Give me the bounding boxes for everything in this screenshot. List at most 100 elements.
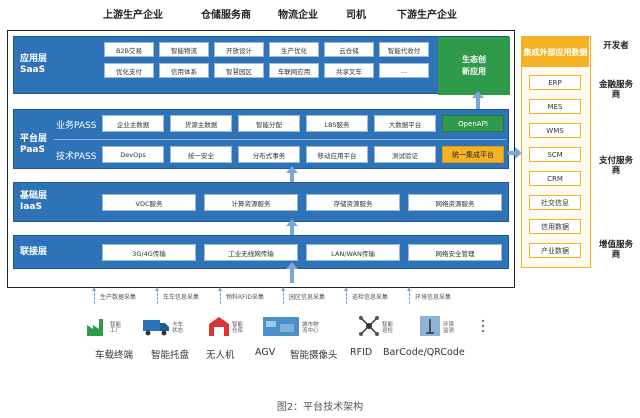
saas-item: B2B交易 [104,42,154,57]
external-data-item: 信用数据 [529,219,581,234]
iaas-band: 基础层 IaaS VDC服务计算资源服务存储资源服务网络资源服务 [13,182,509,222]
bottom-label-barcode: BarCode/QRCode [383,347,465,358]
connect-item: 网络安全管理 [408,244,502,261]
bottom-label-smart-pallet: 智能托盘 [151,350,190,361]
external-data-item: ERP [529,75,581,90]
device-label: 智能 仓库 [232,322,244,334]
collection-label: 巡检信息采集 [352,294,389,301]
integration-platform-item: 统一集成平台 [442,146,504,163]
right-label-finance: 金融服务商 [598,80,633,100]
collection-arrow-icon [407,287,411,304]
collection-label: 园区信息采集 [289,294,326,301]
business-pass-item: 智能分配 [238,115,300,132]
more-icon [478,315,488,341]
warehouse-icon [208,315,230,341]
top-label-logistics: 物流企业 [278,10,318,21]
device-item: 环境 监测 [419,314,454,342]
park-icon [262,315,300,341]
external-arrow-icon [515,147,522,159]
connect-item: 工业无线网传输 [204,244,298,261]
business-pass-label: 业务PASS [56,121,97,131]
external-data-item: WMS [529,123,581,138]
saas-item: 信用体系 [159,63,209,78]
external-data-item: SCM [529,147,581,162]
iaas-item: 网络资源服务 [408,194,502,211]
device-item: 智能 工厂 [86,314,121,342]
external-data-item: MES [529,99,581,114]
saas-arrow-icon [472,91,484,98]
collection-arrow-icon [281,287,285,304]
device-label: 智能 工厂 [110,322,122,334]
business-pass-item: 货源主数据 [170,115,232,132]
saas-band: 应用层 SaaS 生态创 新应用 B2B交易智能物流开放设计生产优化云仓储智能代… [13,36,510,95]
connect-title: 联接层 [20,247,48,257]
saas-item: 云仓储 [324,42,374,57]
paas-divider [54,139,506,140]
saas-item: 智慧园区 [214,63,264,78]
architecture-frame: 应用层 SaaS 生态创 新应用 B2B交易智能物流开放设计生产优化云仓储智能代… [7,30,515,288]
collection-arrow-icon [344,287,348,304]
saas-arrow-stem [476,94,480,109]
collection-arrow-icon [218,287,222,304]
bottom-label-drone: 无人机 [206,350,235,361]
iaas-title: 基础层 IaaS [20,191,47,213]
tech-pass-item: 分布式事务 [238,146,300,163]
collection-label: 物料RFID采集 [226,294,265,301]
saas-item: 共享叉车 [324,63,374,78]
device-item [478,314,488,342]
bottom-label-camera: 智能摄像头 [290,350,338,361]
collection-label: 生产数据采集 [100,294,137,301]
device-label: 卡车 状态 [172,322,184,334]
saas-item: 开放设计 [214,42,264,57]
external-data-title: 集成外部应用数据 [522,37,589,67]
bottom-label-vehicle-terminal: 车载终端 [95,350,134,361]
ecosystem-panel: 生态创 新应用 [438,37,510,95]
bottom-label-agv: AGV [255,347,276,358]
connect-band: 联接层 3G/4G传输工业无线网传输 LAN/WAN传输网络安全管理 [13,235,509,269]
device-label: 智能 巡检 [382,322,394,334]
iaas-item: 计算资源服务 [204,194,298,211]
tech-pass-item: DevOps [102,146,164,163]
saas-title-text: 应用层 [20,54,48,64]
right-label-developer: 开发者 [603,41,629,51]
top-label-downstream: 下游生产企业 [397,10,457,21]
connect-item: LAN/WAN传输 [306,244,400,261]
iaas-item: 存储资源服务 [306,194,400,211]
truck-icon [142,315,170,341]
collection-arrow-icon [92,287,96,304]
saas-item: 生产优化 [269,42,319,57]
business-pass-item: 大数据平台 [374,115,436,132]
iaas-arrow-stem [290,222,294,235]
right-label-payment: 支付服务商 [598,156,633,176]
device-item: 卡车 状态 [142,314,183,342]
right-label-value-added: 增值服务商 [598,240,633,260]
external-data-item: 社交信息 [529,195,581,210]
saas-item: 优化支付 [104,63,154,78]
external-arrow-stem [508,151,518,155]
top-label-upstream: 上游生产企业 [103,10,163,21]
connect-arrow-icon [286,262,298,269]
factory-icon [86,315,108,341]
tech-pass-label: 技术PASS [56,152,97,162]
connect-item: 3G/4G传输 [102,244,196,261]
device-item: 智能 仓库 [208,314,243,342]
saas-item: 智能物流 [159,42,209,57]
device-label: 城市物 流中心 [302,322,319,334]
iaas-title-text: 基础层 [20,191,48,201]
collection-label: 车车信息采集 [163,294,200,301]
external-data-item: CRM [529,171,581,186]
collection-label: 环境信息采集 [415,294,452,301]
collection-arrow-icon [155,287,159,304]
paas-title-text: 平台层 [20,134,48,144]
bottom-label-rfid: RFID [350,347,373,358]
paas-subtitle-text: PaaS [20,145,45,155]
top-label-warehouse: 仓储服务商 [201,10,251,21]
device-label: 环境 监测 [443,322,455,334]
business-pass-item: 企业主数据 [102,115,164,132]
monitor-icon [419,315,441,341]
top-label-driver: 司机 [346,10,366,21]
iaas-arrow-icon [286,219,298,226]
iaas-item: VDC服务 [102,194,196,211]
